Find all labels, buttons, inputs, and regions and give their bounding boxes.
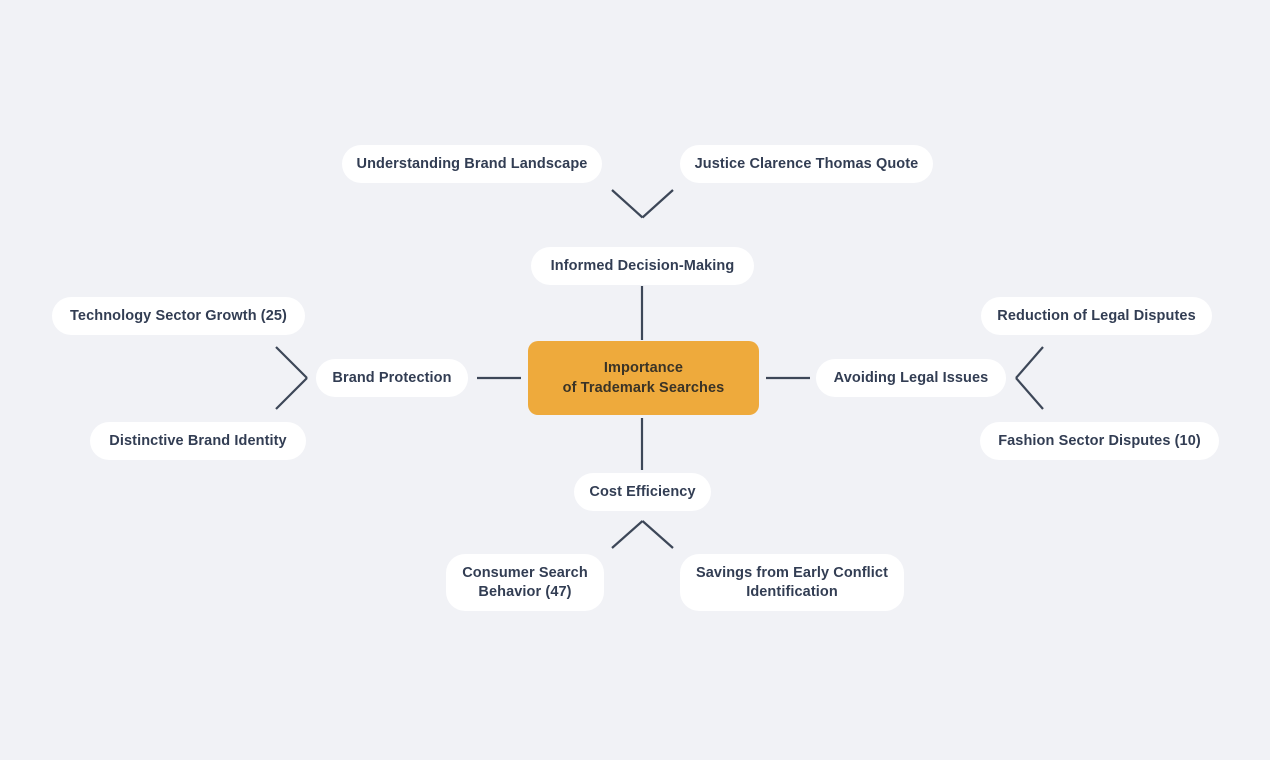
edge-top-left-leaf <box>611 189 644 219</box>
edge-top-right-leaf <box>641 189 674 219</box>
node-reduction-of-legal-disputes[interactable]: Reduction of Legal Disputes <box>981 297 1212 335</box>
node-informed-decision-making[interactable]: Informed Decision-Making <box>531 247 754 285</box>
node-avoiding-legal-issues[interactable]: Avoiding Legal Issues <box>816 359 1006 397</box>
node-understanding-brand-landscape[interactable]: Understanding Brand Landscape <box>342 145 602 183</box>
edge-bottom-left-leaf <box>611 520 644 549</box>
node-technology-sector-growth[interactable]: Technology Sector Growth (25) <box>52 297 305 335</box>
node-distinctive-brand-identity[interactable]: Distinctive Brand Identity <box>90 422 306 460</box>
node-justice-clarence-thomas-quote[interactable]: Justice Clarence Thomas Quote <box>680 145 933 183</box>
node-savings-from-early-conflict-identification[interactable]: Savings from Early Conflict Identificati… <box>680 554 904 611</box>
edge-right-top-leaf <box>1015 346 1044 379</box>
node-cost-efficiency[interactable]: Cost Efficiency <box>574 473 711 511</box>
node-fashion-sector-disputes[interactable]: Fashion Sector Disputes (10) <box>980 422 1219 460</box>
edge-bottom-right-leaf <box>641 520 674 549</box>
edge-left-top-leaf <box>275 346 308 379</box>
node-brand-protection[interactable]: Brand Protection <box>316 359 468 397</box>
edge-left-bottom-leaf <box>275 377 308 410</box>
edge-right-bottom-leaf <box>1015 377 1044 410</box>
node-consumer-search-behavior[interactable]: Consumer Search Behavior (47) <box>446 554 604 611</box>
node-central-importance-of-trademark-searches[interactable]: Importance of Trademark Searches <box>528 341 759 415</box>
